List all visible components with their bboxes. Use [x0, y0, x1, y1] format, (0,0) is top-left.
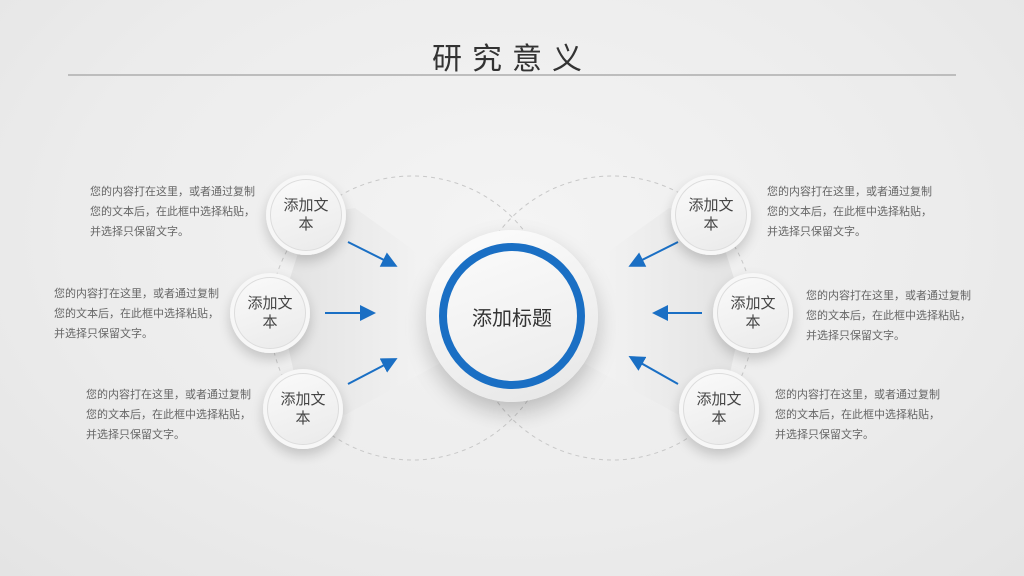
- page-title: 研究意义: [432, 42, 592, 77]
- arrow-left-bottom: [347, 358, 398, 385]
- description-right-bottom: 您的内容打在这里，或者通过复制您的文本后，在此框中选择粘贴，并选择只保留文字。: [775, 388, 940, 441]
- arrow-right-bottom: [628, 356, 679, 385]
- node-label: 添加文本: [280, 390, 326, 427]
- center-label: 添加标题: [472, 305, 552, 330]
- node-right-bottom: 添加文本: [679, 369, 759, 449]
- center-node: 添加标题: [426, 230, 598, 402]
- node-label: 添加文本: [283, 196, 329, 233]
- node-right-middle: 添加文本: [713, 273, 793, 353]
- description-right-middle: 您的内容打在这里，或者通过复制您的文本后，在此框中选择粘贴，并选择只保留文字。: [806, 289, 971, 342]
- node-left-top: 添加文本: [266, 175, 346, 255]
- title-divider: [68, 74, 956, 76]
- arrow-right-top: [628, 241, 679, 267]
- node-left-bottom: 添加文本: [263, 369, 343, 449]
- node-left-middle: 添加文本: [230, 273, 310, 353]
- description-right-top: 您的内容打在这里，或者通过复制您的文本后，在此框中选择粘贴，并选择只保留文字。: [767, 185, 932, 238]
- description-left-middle: 您的内容打在这里，或者通过复制您的文本后，在此框中选择粘贴，并选择只保留文字。: [54, 287, 219, 340]
- node-label: 添加文本: [688, 196, 734, 233]
- description-left-bottom: 您的内容打在这里，或者通过复制您的文本后，在此框中选择粘贴，并选择只保留文字。: [86, 388, 251, 441]
- description-left-top: 您的内容打在这里，或者通过复制您的文本后，在此框中选择粘贴，并选择只保留文字。: [90, 185, 255, 238]
- center-ring: 添加标题: [439, 243, 585, 389]
- node-label: 添加文本: [730, 294, 776, 331]
- arrow-left-top: [347, 241, 398, 267]
- node-right-top: 添加文本: [671, 175, 751, 255]
- node-label: 添加文本: [696, 390, 742, 427]
- node-label: 添加文本: [247, 294, 293, 331]
